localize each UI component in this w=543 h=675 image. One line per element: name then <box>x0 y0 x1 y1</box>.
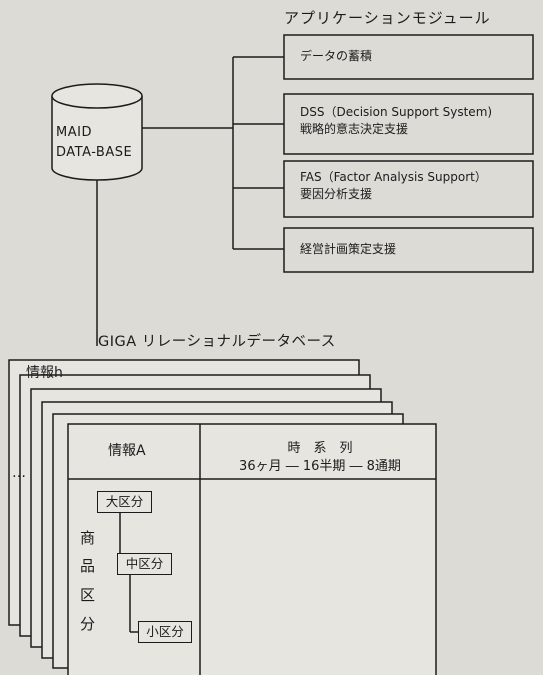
info-sheet-front <box>67 423 437 675</box>
module-2-line-1: DSS（Decision Support System) <box>300 105 493 119</box>
module-1-line-1: データの蓄積 <box>300 49 373 63</box>
product-label-char-1: 商 <box>80 529 96 547</box>
module-box-3 <box>283 160 534 218</box>
module-box-1 <box>283 34 534 80</box>
medium-category-box: 中区分 <box>117 553 172 575</box>
database-cylinder <box>51 96 143 181</box>
module-3-line-2: 要因分析支援 <box>300 187 373 202</box>
product-label-char-3: 区 <box>80 586 96 604</box>
time-series-detail: 36ヶ月 ― 16半期 ― 8通期 <box>239 459 401 474</box>
large-category-box: 大区分 <box>97 491 152 513</box>
db-label-line-1: MAID <box>56 125 92 140</box>
db-label-line-2: DATA-BASE <box>56 145 133 160</box>
module-3-line-1: FAS（Factor Analysis Support） <box>300 170 487 184</box>
module-2-line-2: 戦略的意志決定支援 <box>300 122 409 137</box>
database-cylinder-top <box>51 83 143 109</box>
module-4-line-1: 経営計画策定支援 <box>300 242 397 256</box>
small-category-box: 小区分 <box>138 621 192 643</box>
ellipsis-mark: … <box>12 465 26 481</box>
product-label-char-2: 品 <box>80 557 96 575</box>
time-series-title: 時 系 列 <box>287 441 353 456</box>
module-plan-support: 経営計画策定支援 <box>284 241 543 258</box>
module-data-accumulation: データの蓄積 <box>284 48 543 65</box>
module-fas: FAS（Factor Analysis Support） 要因分析支援 <box>284 169 543 204</box>
module-dss: DSS（Decision Support System) 戦略的意志決定支援 <box>284 104 543 139</box>
giga-title: GIGA リレーショナルデータベース <box>98 334 336 350</box>
module-box-2 <box>283 93 534 155</box>
info-a-label: 情報A <box>108 443 146 459</box>
modules-title: アプリケーションモジュール <box>284 9 491 27</box>
info-h-label: 情報h <box>26 365 63 381</box>
product-label-char-4: 分 <box>80 615 96 633</box>
module-box-4 <box>283 227 534 273</box>
